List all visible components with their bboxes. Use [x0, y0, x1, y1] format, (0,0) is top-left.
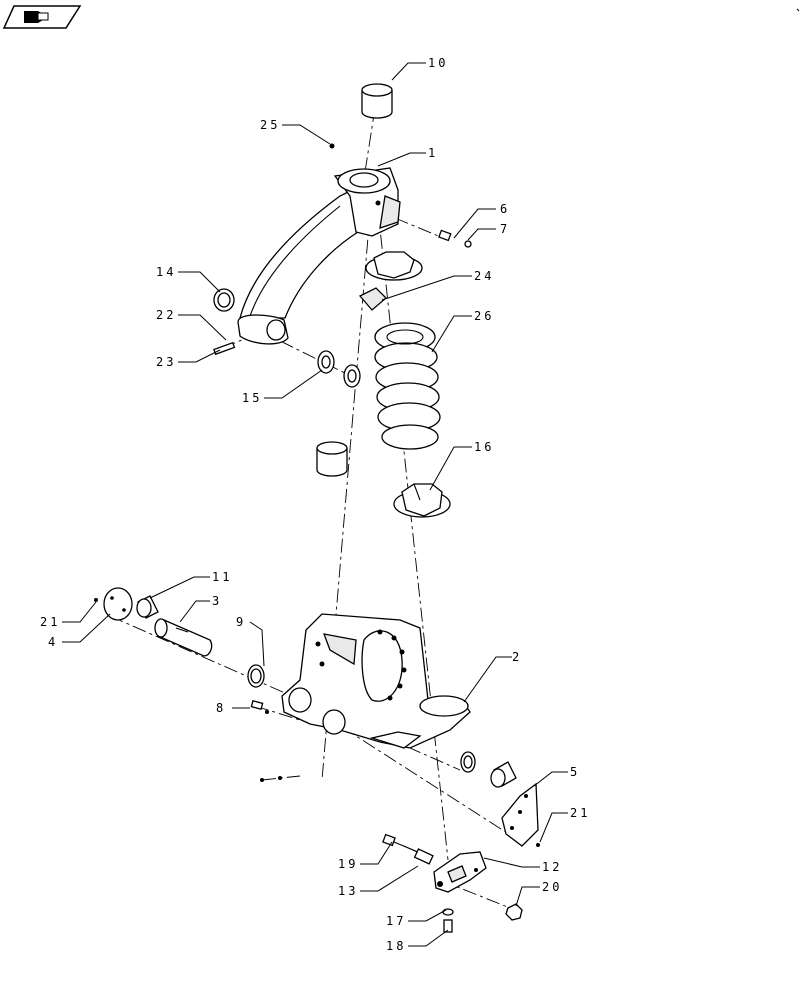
part-22-23-pin	[213, 341, 236, 356]
callout-19: 19	[338, 857, 358, 871]
lower-bushing	[316, 441, 348, 477]
corner-mark	[796, 8, 800, 12]
part-3-pivot-pin	[154, 618, 213, 657]
part-24-wedge	[358, 287, 387, 311]
callout-21-left: 21	[40, 615, 60, 629]
part-10-upper-bushing	[361, 83, 393, 119]
part-19-bolt	[382, 833, 419, 853]
callout-numbers: 10 25 1 6 7 14 24 22 26 23 15 16 11 3 21…	[40, 56, 590, 953]
part-9-snap-ring	[247, 664, 265, 688]
part-2-knuckle-bracket	[281, 613, 471, 749]
right-bushing	[490, 761, 517, 788]
callout-7: 7	[500, 222, 510, 236]
callout-26: 26	[474, 309, 494, 323]
part-11-bushing	[136, 595, 159, 619]
callout-16: 16	[474, 440, 494, 454]
part-18-screw	[443, 919, 453, 933]
part-5-cover-plate	[501, 782, 539, 847]
part-12-clamp	[433, 851, 487, 893]
callout-22: 22	[156, 308, 176, 322]
callout-24: 24	[474, 269, 494, 283]
part-15-washers	[317, 350, 361, 388]
callout-18: 18	[386, 939, 406, 953]
callout-9: 9	[236, 615, 246, 629]
part-26-coil-spring	[374, 322, 441, 450]
callout-12: 12	[542, 860, 562, 874]
part-20-nut	[505, 903, 523, 921]
callout-8: 8	[216, 701, 226, 715]
leader-lines	[62, 62, 568, 947]
callout-15: 15	[242, 391, 262, 405]
callout-6: 6	[500, 202, 510, 216]
callout-23: 23	[156, 355, 176, 369]
pointing-hand-icon	[24, 11, 49, 23]
callout-21-right: 21	[570, 806, 590, 820]
part-17-washer	[442, 908, 454, 916]
upper-spring-seat	[365, 251, 423, 281]
callout-5: 5	[570, 765, 580, 779]
part-16-lower-spring-seat	[393, 483, 451, 518]
callout-1: 1	[428, 146, 438, 160]
callout-4: 4	[48, 635, 58, 649]
callout-14: 14	[156, 265, 176, 279]
callout-3: 3	[212, 594, 222, 608]
part-1-upper-arm	[237, 167, 401, 345]
flange-bolt-holes	[315, 629, 407, 701]
right-snap-ring	[460, 751, 476, 773]
part-21-right-screw	[536, 843, 540, 847]
callout-10: 10	[428, 56, 448, 70]
part-8-bolt	[250, 700, 269, 714]
part-13-sleeve	[413, 848, 434, 865]
callout-13: 13	[338, 884, 358, 898]
callout-20: 20	[542, 880, 562, 894]
view-indicator-badge	[2, 5, 82, 29]
callout-25: 25	[260, 118, 280, 132]
callout-11: 11	[212, 570, 232, 584]
part-14-washer	[213, 288, 235, 312]
part-25-grease-fitting	[329, 143, 335, 149]
part-4-cover-plate	[94, 587, 133, 621]
callout-17: 17	[386, 914, 406, 928]
callout-2: 2	[512, 650, 522, 664]
part-6-7-fitting	[438, 229, 472, 248]
lower-left-bolt	[260, 776, 282, 782]
